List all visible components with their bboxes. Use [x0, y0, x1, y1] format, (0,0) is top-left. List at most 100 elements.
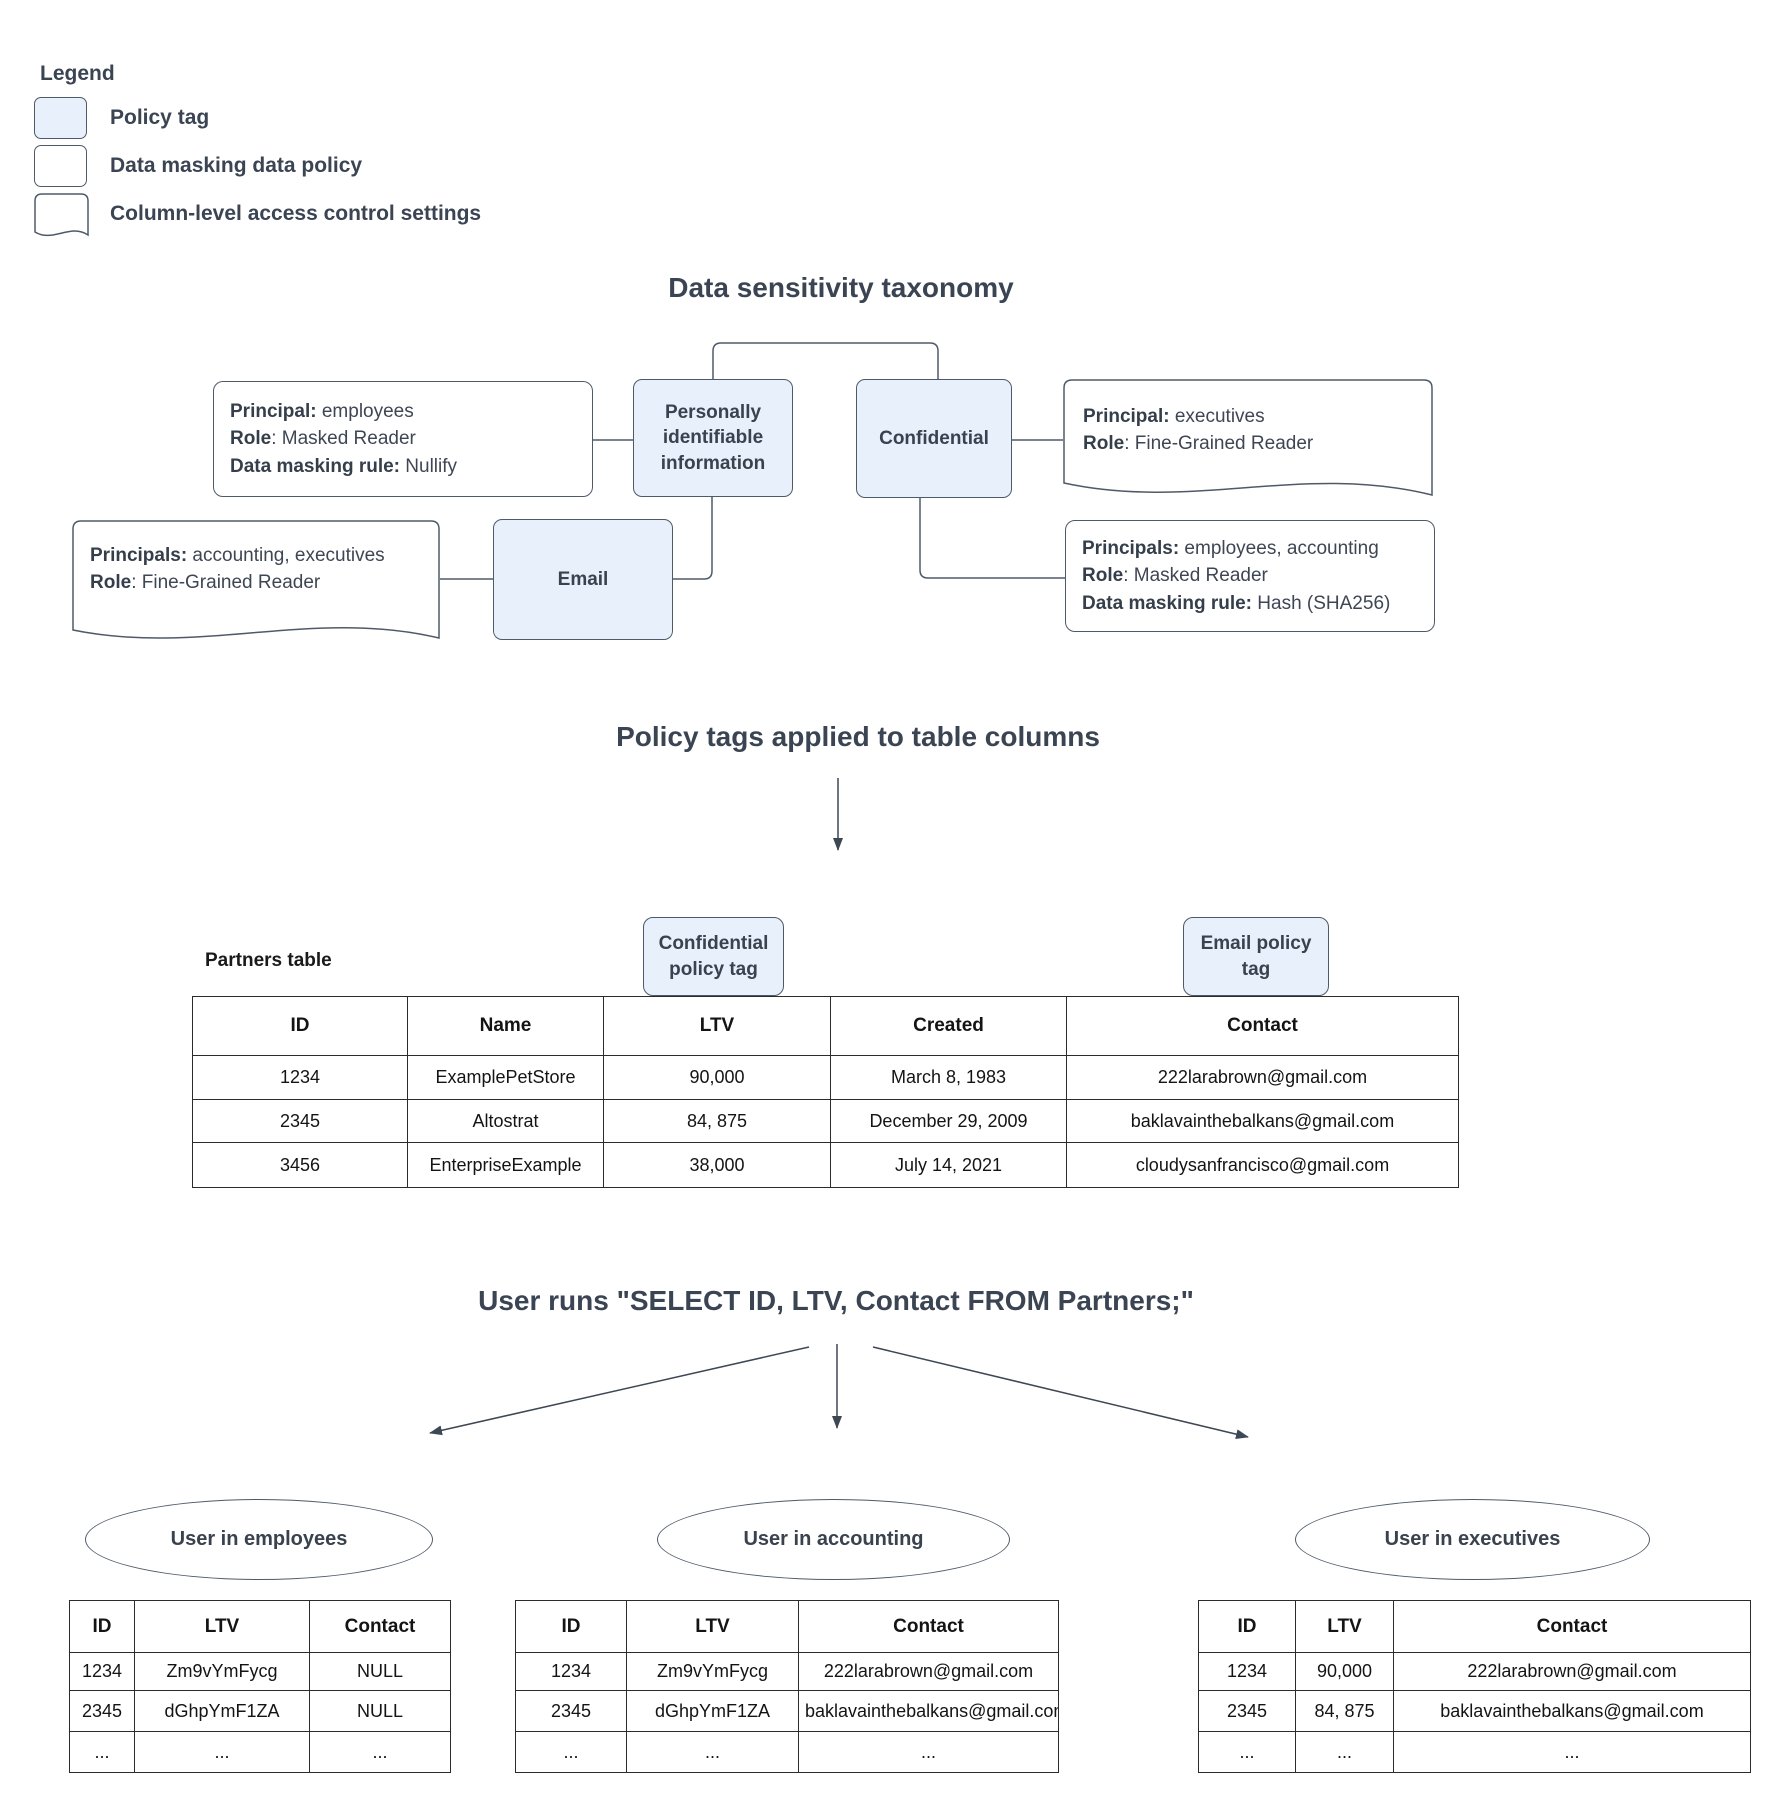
query-section-title: User runs "SELECT ID, LTV, Contact FROM …: [478, 1285, 1194, 1316]
cell: 222larabrown@gmail.com: [1393, 1652, 1751, 1691]
access-box-email-shape: [72, 520, 440, 639]
result-header-row: ID LTV Contact: [515, 1600, 1059, 1653]
cell: 2345: [1198, 1690, 1296, 1732]
policy-box-pii-masking: Principal: employees Role: Masked Reader…: [213, 381, 593, 497]
table-row: 2345 84, 875 baklavainthebalkans@gmail.c…: [1198, 1690, 1751, 1732]
cell: 1234: [69, 1652, 135, 1691]
policy-box-confidential-masking: Principals: employees, accounting Role: …: [1065, 520, 1435, 632]
access-box-confidential-text: Principal: executives Role: Fine-Grained…: [1083, 403, 1313, 457]
user-group-ellipse-employees: User in employees: [85, 1499, 433, 1580]
col-header: Contact: [309, 1600, 451, 1653]
cell: ...: [134, 1731, 310, 1773]
cell: 2345: [69, 1690, 135, 1732]
cell: 222larabrown@gmail.com: [1066, 1055, 1459, 1100]
table-row: 2345 dGhpYmF1ZA NULL: [69, 1690, 451, 1732]
table-row: 1234 ExamplePetStore 90,000 March 8, 198…: [192, 1055, 1459, 1100]
taxonomy-tag-email: Email: [493, 519, 673, 640]
taxonomy-section-title: Data sensitivity taxonomy: [668, 272, 1014, 303]
cell: 84, 875: [603, 1099, 831, 1143]
col-header: ID: [192, 996, 408, 1056]
policy-line: Role: Fine-Grained Reader: [90, 572, 321, 594]
policy-line: Principal: executives: [1083, 406, 1265, 427]
cell: December 29, 2009: [830, 1099, 1067, 1143]
col-header: LTV: [603, 996, 831, 1056]
cell: Zm9vYmFycg: [134, 1652, 310, 1691]
policy-line: Principals: employees, accounting: [1082, 538, 1379, 560]
cell: 90,000: [1295, 1652, 1394, 1691]
user-group-ellipse-executives: User in executives: [1295, 1499, 1650, 1580]
table-row: ... ... ...: [515, 1731, 1059, 1773]
result-table-employees: ID LTV Contact 1234 Zm9vYmFycg NULL 2345…: [69, 1600, 451, 1773]
col-header: ID: [69, 1600, 135, 1653]
cell: NULL: [309, 1690, 451, 1732]
cell: Altostrat: [407, 1099, 604, 1143]
cell: ...: [798, 1731, 1059, 1773]
arrow-to-executives: [872, 1346, 1249, 1440]
col-header: Name: [407, 996, 604, 1056]
cell: ExamplePetStore: [407, 1055, 604, 1100]
table-row: 1234 Zm9vYmFycg 222larabrown@gmail.com: [515, 1652, 1059, 1691]
cell: ...: [309, 1731, 451, 1773]
access-box-email: Principals: accounting, executives Role:…: [72, 520, 440, 652]
cell: Zm9vYmFycg: [626, 1652, 799, 1691]
col-header: LTV: [626, 1600, 799, 1653]
cell: EnterpriseExample: [407, 1142, 604, 1188]
cell: baklavainthebalkans@gmail.com: [798, 1690, 1059, 1732]
access-box-confidential-shape: [1063, 379, 1433, 496]
policy-tags-section-title: Policy tags applied to table columns: [616, 721, 1100, 752]
table-row: ... ... ...: [1198, 1731, 1751, 1773]
cell: 3456: [192, 1142, 408, 1188]
cell: dGhpYmF1ZA: [134, 1690, 310, 1732]
col-header: Contact: [798, 1600, 1059, 1653]
access-box-email-text: Principals: accounting, executives Role:…: [90, 542, 385, 596]
cell: July 14, 2021: [830, 1142, 1067, 1188]
col-header: Contact: [1393, 1600, 1751, 1653]
col-header: LTV: [1295, 1600, 1394, 1653]
connector-email-to-pii: [673, 497, 713, 580]
cell: 1234: [1198, 1652, 1296, 1691]
legend-swatch-data-masking-policy: [34, 145, 87, 187]
policy-line: Data masking rule: Nullify: [230, 455, 458, 477]
cell: 2345: [515, 1690, 627, 1732]
policy-line: Principals: accounting, executives: [90, 545, 385, 566]
table-row: ... ... ...: [69, 1731, 451, 1773]
legend-swatch-access-control: [34, 193, 89, 237]
connector-tree-bracket: [712, 342, 939, 379]
legend-title: Legend: [40, 62, 115, 85]
table-row: 1234 Zm9vYmFycg NULL: [69, 1652, 451, 1691]
result-header-row: ID LTV Contact: [69, 1600, 451, 1653]
cell: 1234: [515, 1652, 627, 1691]
cell: ...: [626, 1731, 799, 1773]
cell: 222larabrown@gmail.com: [798, 1652, 1059, 1691]
legend-label-access-control: Column-level access control settings: [110, 202, 482, 225]
email-policy-tag-callout: Email policy tag: [1183, 917, 1329, 996]
col-header: LTV: [134, 1600, 310, 1653]
table-row: 3456 EnterpriseExample 38,000 July 14, 2…: [192, 1142, 1459, 1188]
policy-line: Principal: employees: [230, 401, 414, 423]
policy-line: Data masking rule: Hash (SHA256): [1082, 592, 1391, 614]
cell: 84, 875: [1295, 1690, 1394, 1732]
user-group-ellipse-accounting: User in accounting: [657, 1499, 1010, 1580]
confidential-policy-tag-callout: Confidential policy tag: [643, 917, 784, 996]
cell: 90,000: [603, 1055, 831, 1100]
table-row: 2345 Altostrat 84, 875 December 29, 2009…: [192, 1099, 1459, 1143]
access-box-confidential: Principal: executives Role: Fine-Grained…: [1063, 379, 1433, 509]
table-row: 2345 dGhpYmF1ZA baklavainthebalkans@gmai…: [515, 1690, 1059, 1732]
cell: 1234: [192, 1055, 408, 1100]
legend-swatch-policy-tag: [34, 97, 87, 139]
result-table-accounting: ID LTV Contact 1234 Zm9vYmFycg 222larabr…: [515, 1600, 1059, 1773]
partners-table: ID Name LTV Created Contact 1234 Example…: [192, 996, 1459, 1188]
cell: cloudysanfrancisco@gmail.com: [1066, 1142, 1459, 1188]
col-header: ID: [515, 1600, 627, 1653]
col-header: Contact: [1066, 996, 1459, 1056]
arrow-to-employees: [429, 1346, 810, 1436]
cell: 2345: [192, 1099, 408, 1143]
taxonomy-tag-confidential: Confidential: [856, 379, 1012, 498]
cell: ...: [69, 1731, 135, 1773]
policy-line: Role: Fine-Grained Reader: [1083, 433, 1314, 455]
taxonomy-tag-pii: Personally identifiable information: [633, 379, 793, 497]
cell: ...: [515, 1731, 627, 1773]
cell: ...: [1393, 1731, 1751, 1773]
result-header-row: ID LTV Contact: [1198, 1600, 1751, 1653]
